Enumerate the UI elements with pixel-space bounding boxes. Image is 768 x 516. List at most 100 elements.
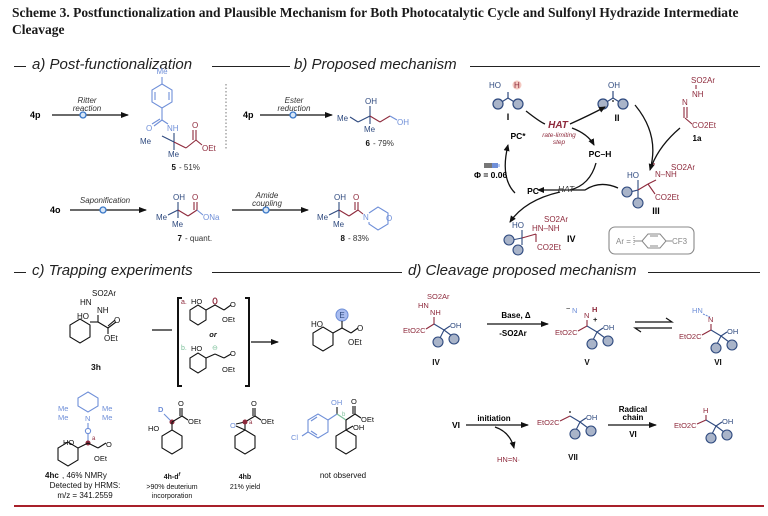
atom-label: N: [363, 213, 369, 222]
atom-label: OH: [586, 413, 597, 422]
atom-label: OH: [608, 81, 620, 90]
section-d-title: d) Cleavage proposed mechanism: [408, 262, 637, 279]
bottom-rule: [14, 505, 764, 507]
cycle-arrow: [651, 127, 681, 166]
quantum-yield: Φ = 0.06: [474, 170, 507, 180]
atom-label: H: [592, 305, 597, 314]
atom-label: HO: [191, 344, 202, 353]
atom-label: O: [351, 397, 357, 406]
atom-label: NH: [692, 90, 704, 99]
ar-definition-box: Ar = CF3: [608, 226, 695, 255]
atom-label: HN–NH: [532, 224, 560, 233]
path-label: b.: [181, 345, 187, 352]
cycle-arrow: [569, 162, 597, 191]
substituent-circle: [621, 186, 633, 198]
reaction-saponification: 4o Saponification: [50, 196, 147, 215]
equilibrium-arrows: [633, 317, 674, 333]
path-label: a.: [181, 299, 187, 306]
cycle-arrow: [569, 106, 606, 125]
compound-yield: - 51%: [179, 163, 200, 172]
atom-label: Me: [172, 220, 184, 229]
hat-second-label: HAT: [558, 184, 575, 194]
intermediate-III: SO2Ar N–NH HO CO2Et III: [621, 163, 695, 216]
reaction-ritter: 4p Ritter reaction: [30, 96, 129, 120]
substituent-circle: [512, 98, 524, 110]
atom-label: Me: [337, 114, 349, 123]
atom-label: O: [192, 121, 198, 130]
photocatalytic-cycle: [503, 104, 681, 223]
cycle-arrow: [634, 104, 655, 171]
cleavage-V: − N N H + EtO2C OH V: [555, 304, 614, 367]
condition-line: coupling: [252, 199, 282, 208]
compound-note: m/z = 341.2559: [57, 491, 113, 500]
compound-note: incorporation: [152, 493, 193, 500]
atom-label: OH: [397, 118, 409, 127]
substituent-circle: [503, 234, 515, 246]
ar-label: Ar =: [616, 237, 631, 246]
substrate-label: 4p: [30, 110, 41, 120]
compound-note: not observed: [320, 471, 366, 480]
atom-label: OH: [353, 423, 364, 432]
atom-label: OH: [331, 398, 342, 407]
reaction-amide-coupling: Amide coupling: [232, 191, 309, 214]
compound-number: 5: [172, 163, 177, 172]
atom-label: CO2Et: [655, 193, 680, 202]
arrow-dot-icon: [289, 111, 297, 119]
atom-label: SO2Ar: [427, 292, 450, 301]
pc-h-label: PC–H: [589, 149, 612, 159]
bond-label: a: [249, 420, 253, 426]
compound-number: 3h: [91, 362, 101, 372]
atom-label: H: [514, 81, 520, 90]
atom-label: Me: [168, 150, 180, 159]
compound-3h: SO2Ar HN NH HO O OEt 3h: [69, 289, 120, 372]
side-product-arrow: [494, 426, 516, 449]
compound-4h-d: D O OEt HO 4h-df >90% deuterium incorpor…: [146, 399, 201, 500]
atom-label: HO: [191, 297, 202, 306]
substrate-label: 4p: [243, 110, 254, 120]
side-product: HN=N·: [497, 455, 520, 464]
compound-7: Me OH Me O ONa 7 - quant.: [156, 193, 220, 243]
intermediate-label: IV: [567, 234, 576, 244]
atom-label: OEt: [202, 144, 217, 153]
atom-label: Me: [58, 404, 68, 413]
compound-number: 4hb: [239, 474, 251, 481]
section-c-rule: [212, 272, 392, 274]
intermediate-label: V: [584, 358, 590, 367]
charge-minus: −: [566, 304, 571, 313]
or-label: or: [209, 330, 218, 339]
atom-label: CO2Et: [537, 243, 562, 252]
compound-8: Me OH Me O N O 8 - 83%: [317, 193, 392, 243]
atom-label: OEt: [188, 417, 202, 426]
atom-label: EtO2C: [674, 421, 697, 430]
arrow-dot-icon: [99, 206, 107, 214]
atom-label: Me: [140, 137, 152, 146]
atom-label: D: [158, 405, 164, 414]
atom-label: H: [703, 406, 708, 415]
atom-label: OH: [722, 417, 733, 426]
cycle-arrow: [503, 144, 516, 194]
atom-label: HO: [77, 312, 89, 321]
substituent-circle: [512, 244, 524, 256]
cycle-arrow: [537, 183, 619, 193]
cycle-arrow: [571, 127, 595, 146]
atom-label: SO2Ar: [671, 163, 695, 172]
compound-number: 8: [341, 234, 346, 243]
atom-label: NH: [430, 308, 441, 317]
scheme-caption: Scheme 3. Postfunctionalization and Plau…: [12, 5, 739, 37]
atom-label: Me: [333, 220, 345, 229]
condition-line: Amide: [255, 191, 279, 200]
section-a-title: a) Post-functionalization: [32, 56, 193, 73]
atom-label: N: [85, 414, 90, 423]
atom-label: Cl: [291, 433, 298, 442]
intermediate-label: I: [507, 112, 510, 122]
atom-label: OH: [450, 321, 461, 330]
atom-label: OEt: [361, 415, 375, 424]
cycle-arrow: [525, 110, 546, 125]
atom-label: N: [584, 311, 589, 320]
section-d-dash: [392, 272, 402, 274]
atom-label: HO: [512, 221, 524, 230]
atom-label: HN: [80, 298, 92, 307]
intermediate-IV: HO HN–NH SO2Ar CO2Et IV: [503, 215, 576, 256]
compound-yield: - quant.: [185, 234, 212, 243]
